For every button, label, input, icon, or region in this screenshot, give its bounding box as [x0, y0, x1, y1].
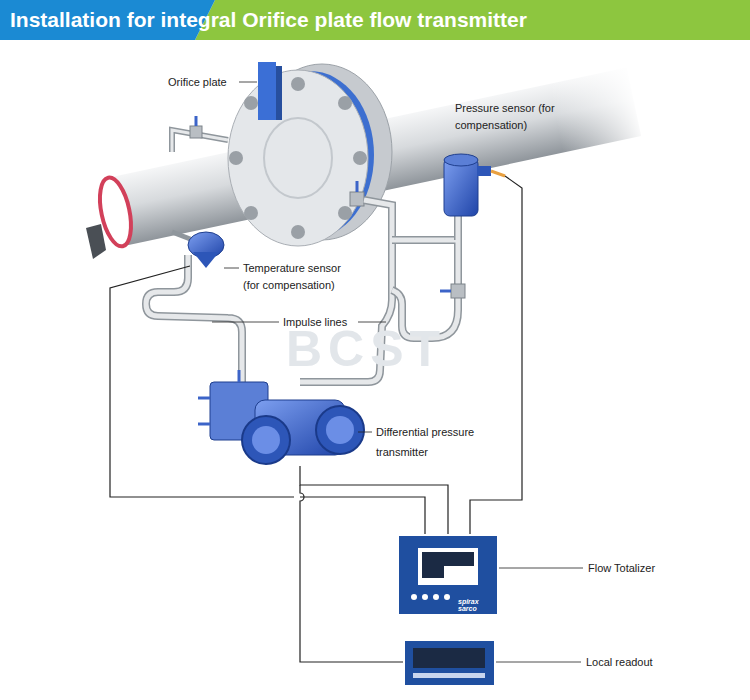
wire — [300, 466, 448, 535]
leader-line — [499, 568, 583, 569]
valve-handle — [238, 370, 241, 382]
totalizer-display — [418, 548, 478, 585]
flange-front — [228, 70, 368, 246]
transmitter-cap-inner — [252, 426, 280, 454]
local-readout — [404, 640, 495, 686]
sensor-connector — [477, 166, 491, 176]
part-label: Local readout — [586, 654, 653, 671]
watermark: BCST — [286, 322, 446, 376]
bolt-hole — [229, 151, 243, 165]
pressure-sensor — [444, 158, 478, 216]
flow-totalizer — [398, 535, 498, 615]
part-label: Differential pressure transmitter — [376, 422, 494, 462]
wire — [110, 266, 425, 535]
readout-strip — [413, 673, 485, 678]
transmitter-cap — [242, 416, 290, 464]
orifice-tab — [258, 62, 276, 120]
valve — [451, 284, 465, 298]
bolt-hole — [338, 206, 352, 220]
bolt-hole — [244, 96, 258, 110]
valve-handle — [198, 397, 210, 400]
bolt-hole — [291, 225, 305, 239]
valve-handle — [440, 290, 451, 293]
leader-line — [358, 432, 372, 433]
brand-logo: spirax sarco — [458, 598, 488, 612]
bolt-hole — [353, 151, 367, 165]
valve — [350, 192, 364, 206]
button — [433, 594, 439, 600]
part-label: Pressure sensor (for compensation) — [455, 100, 565, 134]
valve-handle — [195, 116, 198, 126]
part-label: Temperature sensor (for compensation) — [243, 260, 358, 294]
impulse-line — [146, 200, 458, 385]
valve-handle — [198, 423, 210, 426]
leader-lines — [212, 82, 583, 662]
wire — [470, 176, 522, 535]
leader-line — [496, 662, 581, 663]
temperature-sensor-cone — [193, 252, 219, 268]
pipe-fade — [547, 62, 647, 158]
flange-hub — [264, 118, 332, 198]
part-label: Orifice plate — [168, 74, 227, 91]
button — [422, 594, 428, 600]
bolt-hole — [338, 96, 352, 110]
orifice-tab-side — [276, 66, 282, 120]
button — [444, 594, 450, 600]
pipe — [93, 62, 647, 254]
signal-wire — [110, 176, 522, 662]
impulse-line-inner — [456, 216, 461, 240]
wire — [300, 485, 404, 662]
leader-line — [224, 268, 239, 269]
valve — [190, 126, 202, 138]
pressure-sensor-cap — [444, 154, 478, 166]
bolt-hole — [291, 77, 305, 91]
leader-line — [239, 82, 257, 83]
flow-arrow — [86, 224, 106, 259]
sensor-cable — [491, 171, 505, 176]
valve-handle — [356, 181, 359, 192]
transmitter-cap-inner — [326, 416, 354, 444]
bolt-hole — [244, 206, 258, 220]
pipe-end — [94, 175, 136, 249]
part-label: Flow Totalizer — [588, 560, 655, 577]
transmitter-cap — [316, 406, 364, 454]
leader-line — [212, 322, 279, 323]
totalizer-screen-segment — [444, 566, 474, 578]
banner-title: Installation for integral Orifice plate … — [10, 8, 527, 32]
button — [411, 594, 417, 600]
readout-display — [413, 648, 485, 668]
totalizer-screen — [422, 552, 474, 578]
impulse-line-outer — [454, 216, 462, 240]
